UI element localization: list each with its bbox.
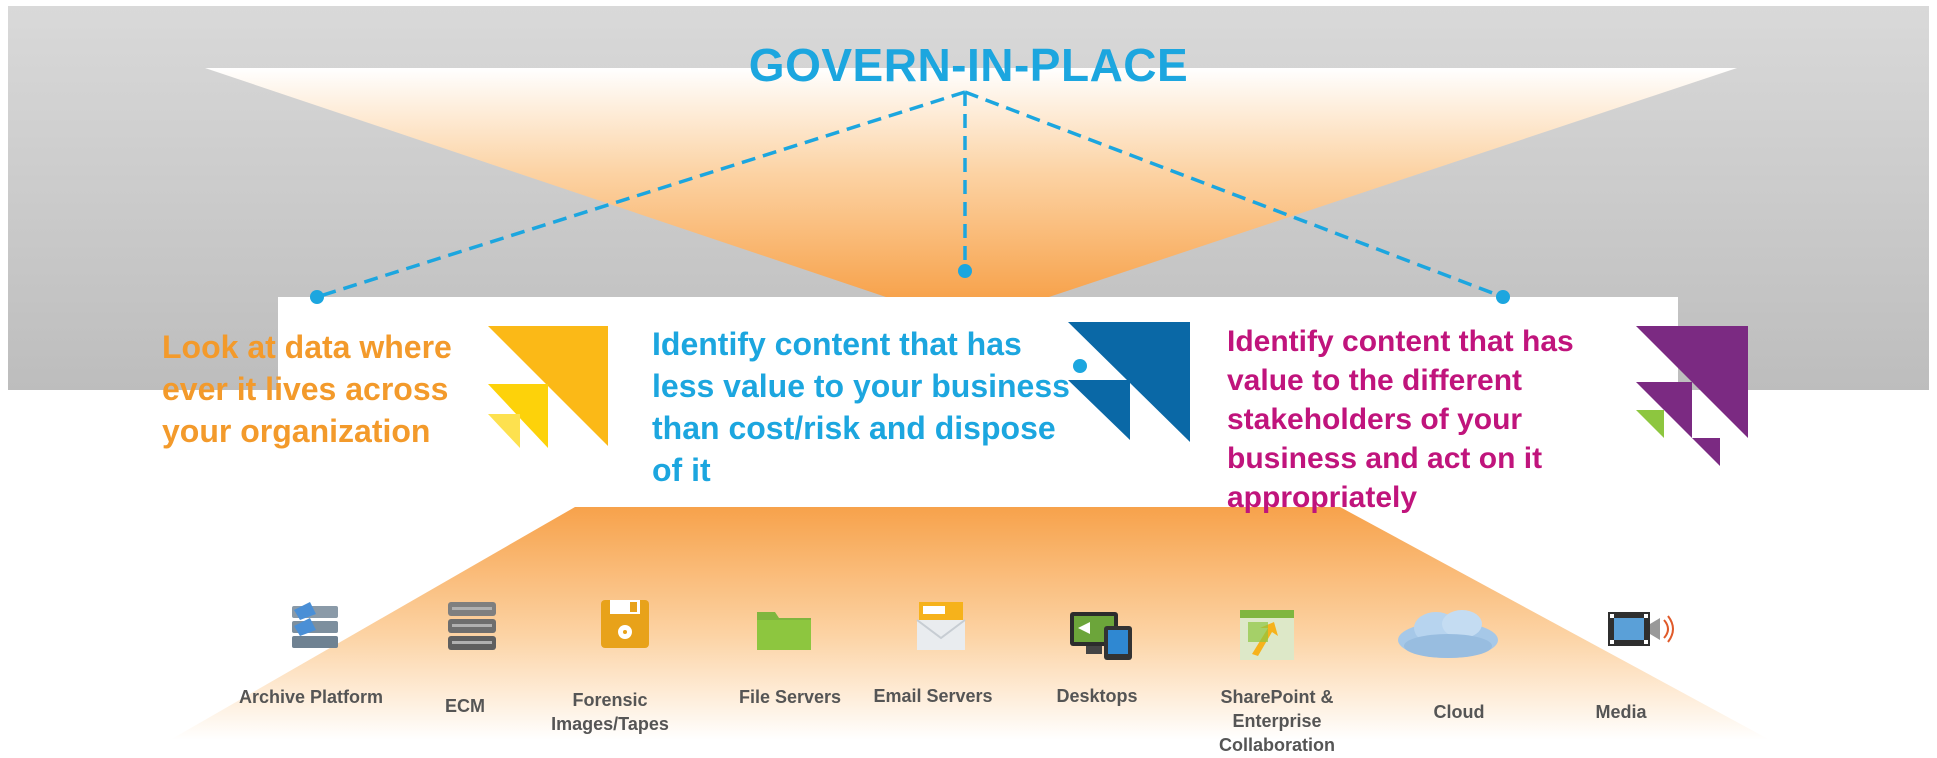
cloud-icon [1398,610,1498,658]
triangle-stack-icon [1068,322,1190,442]
desktop-icon [1070,612,1132,660]
source-label-email-servers: Email Servers [873,686,993,706]
source-label-desktops: Desktops [1056,686,1138,706]
column-text-dispose: Identify content that has less value to … [652,326,1070,488]
connector-dot-left [310,290,324,304]
column-text-stakeholders: Identify content that has value to the d… [1227,325,1574,514]
archive-server-icon [292,602,338,648]
connector-dot-center [958,264,972,278]
source-label-archive-platform: Archive Platform [238,687,384,707]
source-label-media: Media [1595,702,1647,722]
media-icon [1608,612,1674,646]
envelope-icon [916,602,966,650]
source-label-ecm: ECM [445,696,485,716]
connector-lines [316,90,1504,299]
source-label-forensic: Forensic Images/Tapes [551,690,669,734]
floppy-disk-icon [601,600,649,648]
triangle-stack-icon [488,326,608,448]
connector-dot-right [1496,290,1510,304]
source-label-sharepoint: SharePoint & Enterprise Collaboration [1219,687,1335,755]
source-label-file-servers: File Servers [738,687,842,707]
page-title: GOVERN-IN-PLACE [748,39,1189,91]
upper-funnel [205,68,1737,300]
source-label-cloud: Cloud [1433,702,1485,722]
sharepoint-icon [1240,610,1294,660]
lower-funnel [170,507,1770,740]
server-stack-icon [448,602,496,650]
column-text-data-location: Look at data where ever it lives across … [162,329,452,449]
triangle-stack-icon [1636,326,1748,466]
folder-icon [757,612,811,650]
